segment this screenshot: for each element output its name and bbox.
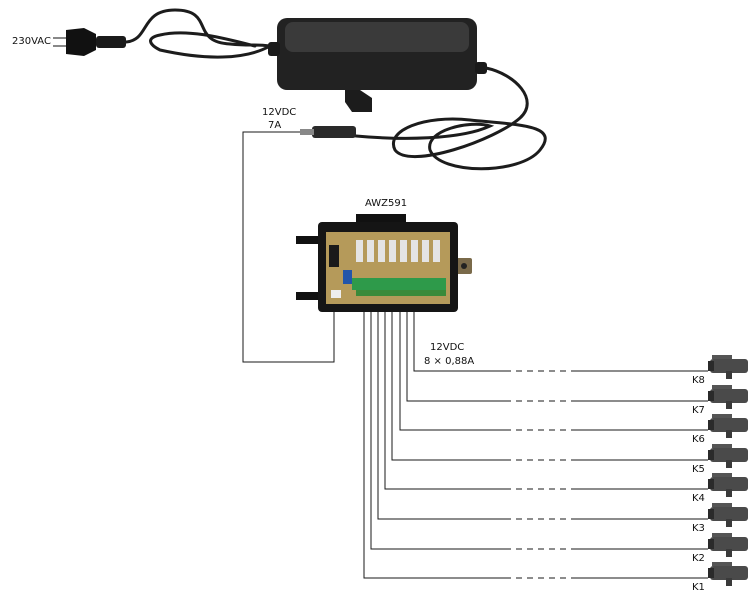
cctv-camera-icon — [708, 444, 748, 468]
psu-current-label: 7A — [268, 120, 281, 131]
mains-cable — [124, 8, 275, 59]
mains-label: 230VAC — [12, 36, 51, 47]
output-wires — [363, 312, 708, 579]
dc-plug-icon — [300, 126, 356, 138]
power-plug-icon — [53, 28, 126, 56]
output-wire — [363, 312, 708, 579]
camera-label: K1 — [692, 582, 705, 593]
cctv-camera-icon — [708, 562, 748, 586]
output-wire — [377, 312, 708, 520]
output-current-label: 8 × 0,88A — [424, 356, 474, 367]
dc-cable — [354, 66, 547, 171]
cctv-camera-icon — [708, 355, 748, 379]
psu-voltage-label: 12VDC — [262, 107, 296, 118]
camera-label: K8 — [692, 375, 705, 386]
camera-label: K2 — [692, 553, 705, 564]
power-adapter-icon — [268, 18, 487, 112]
output-wire — [384, 312, 708, 490]
output-wire — [413, 312, 708, 372]
camera-label: K4 — [692, 493, 705, 504]
cctv-camera-icon — [708, 385, 748, 409]
module-label: AWZ591 — [365, 198, 407, 209]
supply-wire — [242, 131, 335, 363]
output-voltage-label: 12VDC — [430, 342, 464, 353]
fuse-row — [356, 240, 440, 262]
output-wire — [399, 312, 708, 431]
fuse-module-icon — [296, 214, 472, 312]
cctv-camera-icon — [708, 414, 748, 438]
output-wire — [370, 312, 708, 550]
camera-label: K3 — [692, 523, 705, 534]
camera-label: K7 — [692, 405, 705, 416]
cctv-camera-icon — [708, 503, 748, 527]
cctv-camera-icon — [708, 473, 748, 497]
output-wire — [391, 312, 708, 461]
output-wire — [406, 312, 708, 402]
camera-label: K5 — [692, 464, 705, 475]
cctv-camera-icon — [708, 533, 748, 557]
camera-label: K6 — [692, 434, 705, 445]
